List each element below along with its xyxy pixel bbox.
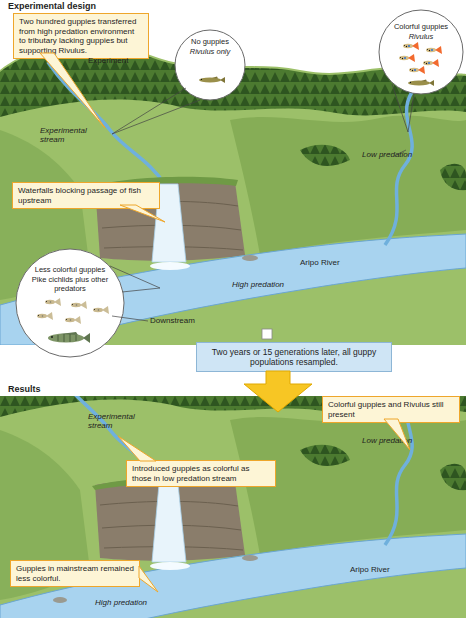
node-text: Less colorful guppies <box>27 265 113 274</box>
callout-tail <box>384 419 410 450</box>
scene-after-clip <box>0 396 466 618</box>
inset-circle: No guppiesRivulus only <box>174 29 246 101</box>
node-text: Pike cichlids plus other predators <box>27 275 113 293</box>
place-label: Aripo River <box>350 565 390 574</box>
leader-line <box>110 266 160 292</box>
scene-after <box>0 396 466 618</box>
callout-box: Colorful guppies and Rivulus still prese… <box>322 396 460 423</box>
place-label: Low predation <box>362 150 412 159</box>
place-label: Experimental stream <box>88 412 146 430</box>
dull-guppy <box>71 301 87 309</box>
circle-outline <box>15 248 125 358</box>
place-label: High predation <box>232 280 284 289</box>
callout-box: Waterfalls blocking passage of fish upst… <box>12 182 160 209</box>
place-label: Aripo River <box>300 258 340 267</box>
node-text: Waterfalls blocking passage of fish upst… <box>18 186 154 205</box>
leader-line <box>112 316 148 321</box>
panel-heading: Results <box>8 384 41 394</box>
circle-shape <box>379 10 463 94</box>
time-arrow <box>244 371 312 412</box>
dull-guppy <box>65 316 81 324</box>
callout-tail <box>40 53 105 128</box>
circle-shape <box>175 30 245 100</box>
node-text: Two hundred guppies transferred from hig… <box>19 17 143 55</box>
node-text: Guppies in mainstream remained less colo… <box>16 564 134 583</box>
colorful-guppy <box>409 66 425 74</box>
colorful-guppy <box>423 59 439 67</box>
node-text: No guppies <box>180 37 240 46</box>
callout-box: Two hundred guppies transferred from hig… <box>13 13 149 59</box>
pike-cichlid <box>48 332 90 343</box>
colorful-guppy <box>403 42 419 50</box>
place-label: Experimental stream <box>40 126 98 144</box>
inset-circle: Colorful guppiesRivulus <box>378 9 464 95</box>
leader-line <box>112 88 200 134</box>
place-label: High predation <box>95 598 147 607</box>
leader-line <box>394 150 406 156</box>
dull-guppy <box>93 306 109 314</box>
time-box: Two years or 15 generations later, all g… <box>196 342 392 372</box>
node-text: Colorful guppies <box>385 22 457 31</box>
callout-tail <box>139 566 158 592</box>
callout-tail <box>120 205 165 222</box>
place-label: Downstream <box>150 316 195 325</box>
dull-guppy <box>45 298 61 306</box>
rivulus-fish <box>199 77 225 84</box>
place-label: Low predation <box>362 436 412 445</box>
node-text: Rivulus <box>385 32 457 41</box>
colorful-guppy <box>426 46 442 54</box>
inset-circle: Less colorful guppiesPike cichlids plus … <box>15 248 125 358</box>
node-text: Rivulus only <box>180 47 240 56</box>
place-label: Experiment <box>88 56 128 65</box>
callout-tail <box>118 436 156 461</box>
rivulus-fish <box>408 80 434 87</box>
panel-title: Experimental design <box>8 1 96 11</box>
dull-guppy <box>37 312 53 320</box>
node-text: Two years or 15 generations later, all g… <box>203 347 385 367</box>
circle-outline <box>378 9 464 95</box>
connector-square <box>262 329 272 339</box>
leader-line <box>392 84 414 132</box>
callout-box: Guppies in mainstream remained less colo… <box>10 560 140 587</box>
circle-shape <box>16 249 124 357</box>
node-text: Colorful guppies and Rivulus still prese… <box>328 400 454 419</box>
colorful-guppy <box>399 54 415 62</box>
callout-box: Introduced guppies as colorful as those … <box>126 460 276 487</box>
node-text: Introduced guppies as colorful as those … <box>132 464 270 483</box>
